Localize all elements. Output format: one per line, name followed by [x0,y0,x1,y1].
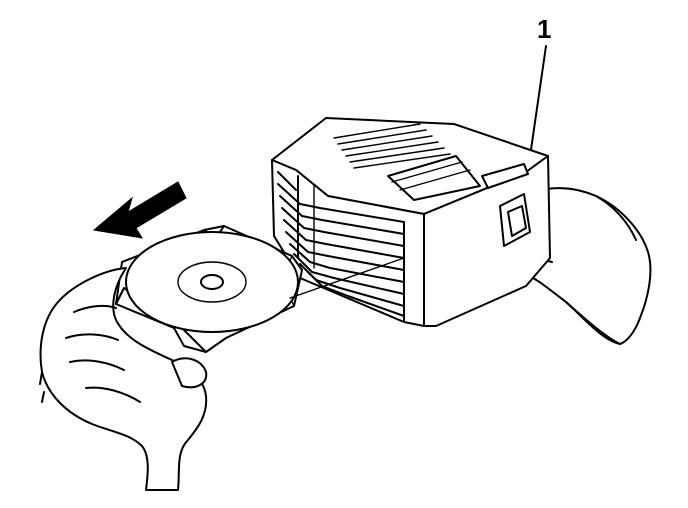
left-hand [39,267,208,491]
magazine-top-ribs [333,123,451,169]
disc-tray-assembly [115,225,405,353]
magazine-top-window [387,155,529,201]
callout-1-label: 1 [537,14,551,44]
compact-disc [125,231,299,333]
magazine-unit [271,117,551,327]
magazine-release-latch [499,193,531,247]
magazine-front-face [271,159,425,327]
magazine-slots [277,171,405,323]
arrow-left-icon [92,181,187,239]
